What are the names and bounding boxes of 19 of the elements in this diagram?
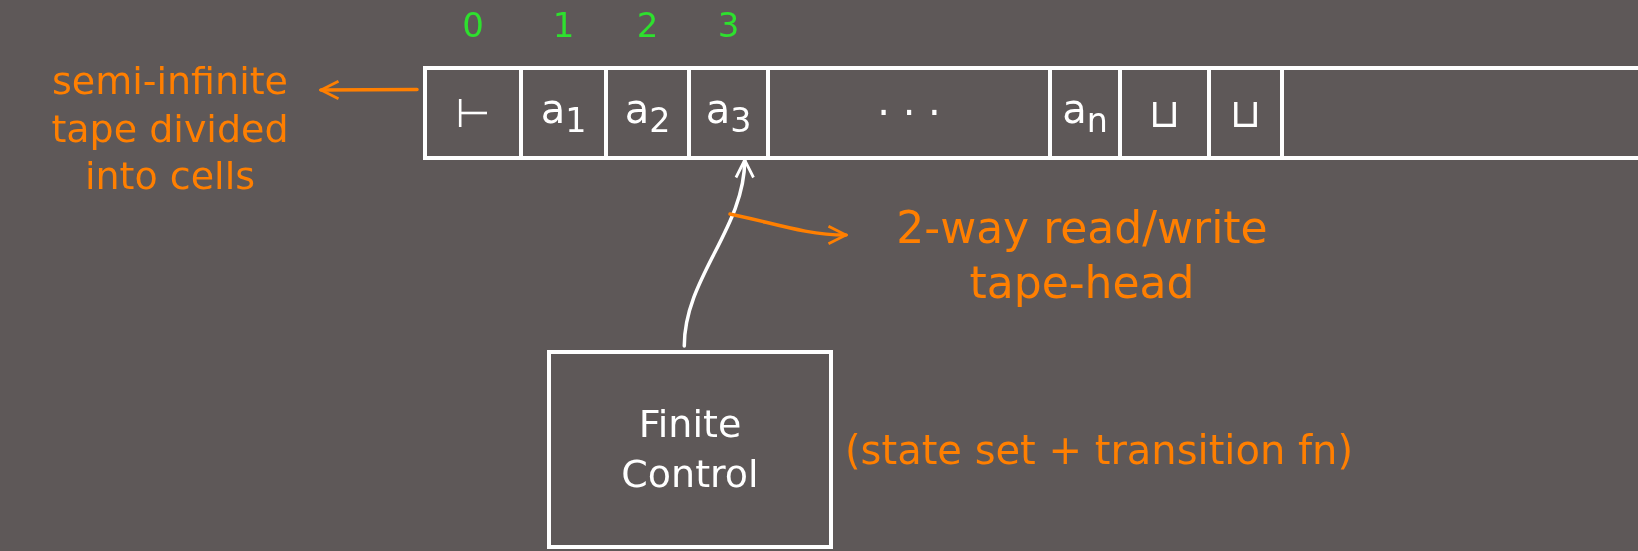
arrow [682, 158, 754, 348]
cell-symbol: ⊢ [455, 93, 491, 133]
cell-symbol: a$_{2}$ [624, 88, 671, 138]
annotation-text: 2-way read/write tape-head [852, 200, 1312, 340]
cell-index: 2 [636, 8, 659, 42]
cell-symbol: ⊔ [1148, 93, 1181, 133]
cell-index: 3 [717, 8, 740, 42]
cell-symbol: a$_{1}$ [540, 88, 587, 138]
cell-index: 0 [462, 8, 484, 42]
annotation-text: (state set + transition fn) [845, 426, 1354, 473]
cell-symbol: a$_{3}$ [705, 88, 752, 138]
cell-symbol: ⊔ [1229, 93, 1262, 133]
control-label: Finite Control [620, 401, 760, 498]
annotation-text: semi-infinite tape divided into cells [25, 58, 315, 258]
cell-index: 1 [552, 8, 575, 42]
leader-line [319, 79, 419, 101]
cell-symbol: · · · [877, 93, 941, 133]
cell-symbol: a$_{n}$ [1062, 88, 1108, 138]
leader-line [728, 212, 848, 245]
